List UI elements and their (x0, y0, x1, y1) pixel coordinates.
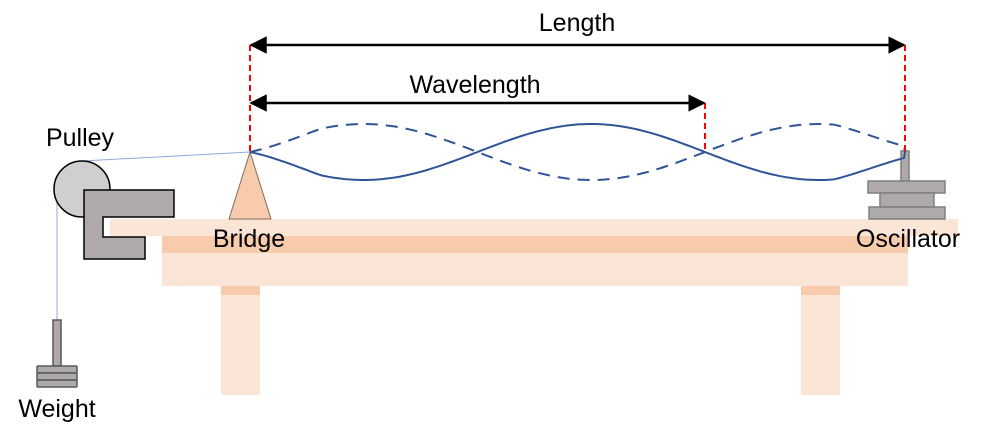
bridge-label: Bridge (213, 225, 285, 253)
table-leg-left-cap (221, 286, 260, 295)
table-leg-right (801, 286, 840, 395)
oscillator-label: Oscillator (856, 225, 960, 253)
oscillator (867, 150, 946, 220)
table-band (162, 236, 908, 253)
table-leg-left (221, 286, 260, 395)
clamp (83, 189, 175, 260)
bridge (228, 150, 272, 220)
length-label: Length (539, 9, 615, 37)
table-top (110, 219, 958, 236)
table-leg-right-cap (801, 286, 840, 295)
wave-dashed (249, 123, 906, 181)
pulley-label: Pulley (46, 124, 115, 152)
table (110, 219, 958, 395)
wave-solid (249, 123, 906, 181)
table-body (162, 253, 908, 286)
weight (36, 319, 78, 388)
string-horizontal (81, 151, 251, 162)
weight-label: Weight (18, 395, 95, 423)
wavelength-label: Wavelength (409, 71, 540, 99)
